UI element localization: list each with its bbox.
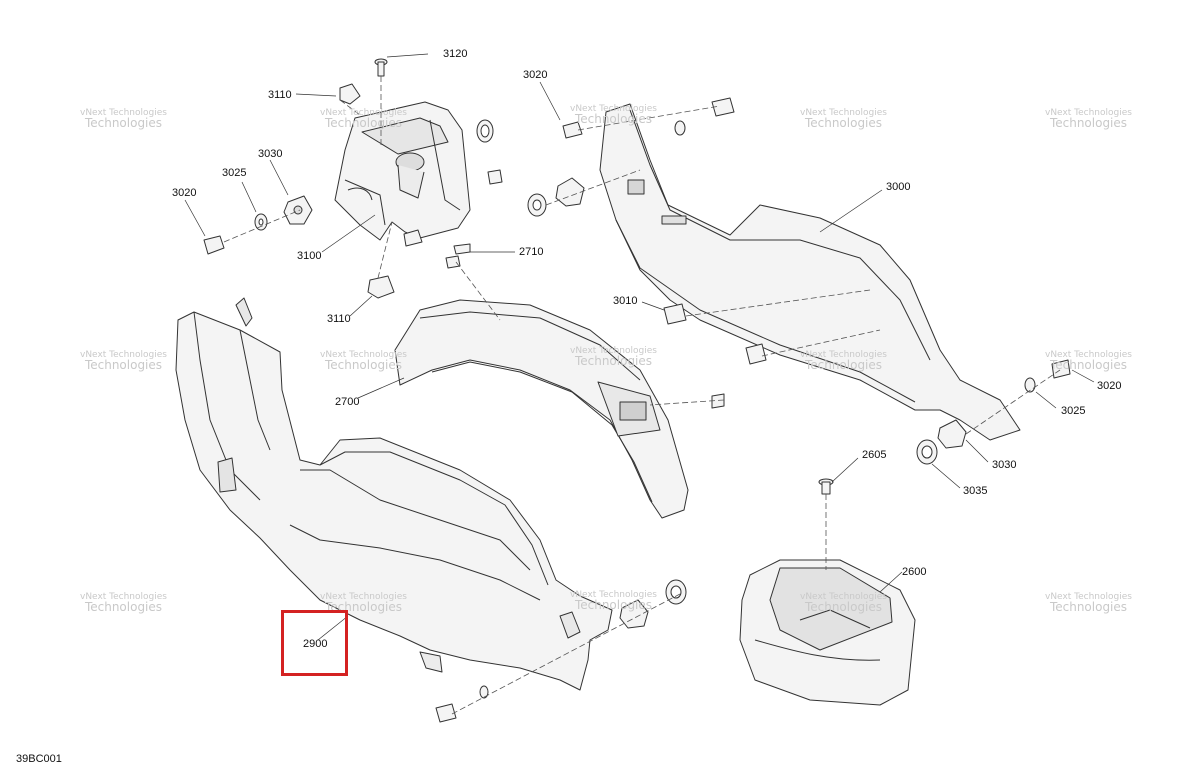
small-screw-part xyxy=(487,169,503,185)
pushrivet-3020-right-part xyxy=(1051,359,1071,379)
callout-3020-top[interactable]: 3020 xyxy=(523,69,548,81)
washer-3025-right-part xyxy=(1024,377,1036,393)
panel-3000-part xyxy=(599,103,1021,441)
callout-2710[interactable]: 2710 xyxy=(519,246,544,258)
fender-2700-part xyxy=(394,299,689,519)
small-washer-part xyxy=(476,119,494,143)
side-panel-2900-part xyxy=(175,297,613,691)
callout-2600[interactable]: 2600 xyxy=(902,566,927,578)
washer-3025-left-part xyxy=(254,213,268,231)
diagram-code: 39BC001 xyxy=(16,753,62,765)
nut-3030-left-part xyxy=(283,195,313,225)
callout-2900[interactable]: 2900 xyxy=(303,638,328,650)
washer-near-2900-part xyxy=(665,579,687,605)
callout-3035[interactable]: 3035 xyxy=(963,485,988,497)
pushrivet-3020-left-part xyxy=(203,235,225,255)
bracket-3100-part xyxy=(334,101,471,241)
callout-3100[interactable]: 3100 xyxy=(297,250,322,262)
washer-bottom-part xyxy=(479,685,489,699)
washer-3035-part xyxy=(916,439,938,465)
nut-near-2900-part xyxy=(619,599,649,629)
washer-middle-part xyxy=(527,193,547,217)
pushrivet-near-2900-part xyxy=(435,703,457,723)
callout-3030-right[interactable]: 3030 xyxy=(992,459,1017,471)
clip-3110-top-part xyxy=(339,83,361,105)
clip-lower-part xyxy=(403,229,423,247)
callout-3020-left[interactable]: 3020 xyxy=(172,187,197,199)
screw-3120-part xyxy=(374,58,388,77)
callout-3020-right[interactable]: 3020 xyxy=(1097,380,1122,392)
callout-3110-top[interactable]: 3110 xyxy=(268,89,292,101)
clip-3110-bottom-part xyxy=(367,275,395,299)
callout-3025-left[interactable]: 3025 xyxy=(222,167,247,179)
callout-2605[interactable]: 2605 xyxy=(862,449,887,461)
screws-2710-part xyxy=(445,243,471,269)
callout-3000[interactable]: 3000 xyxy=(886,181,911,193)
highlight-box xyxy=(281,610,348,676)
callout-3110-bottom[interactable]: 3110 xyxy=(327,313,351,325)
nut-3030-right-part xyxy=(937,419,967,449)
callout-3120[interactable]: 3120 xyxy=(443,48,468,60)
cover-2600-part xyxy=(739,559,916,706)
clip-3010-part xyxy=(663,303,767,365)
pushrivet-3020-top-part xyxy=(562,121,583,139)
screw-right-of-fender-part xyxy=(711,393,725,409)
screw-2605-part xyxy=(818,478,834,495)
callout-3030-left[interactable]: 3030 xyxy=(258,148,283,160)
washer-near-3020-top-part xyxy=(674,120,686,136)
callout-3025-right[interactable]: 3025 xyxy=(1061,405,1086,417)
callout-3010[interactable]: 3010 xyxy=(613,295,638,307)
callout-2700[interactable]: 2700 xyxy=(335,396,360,408)
rivet-top-right-part xyxy=(711,97,735,117)
